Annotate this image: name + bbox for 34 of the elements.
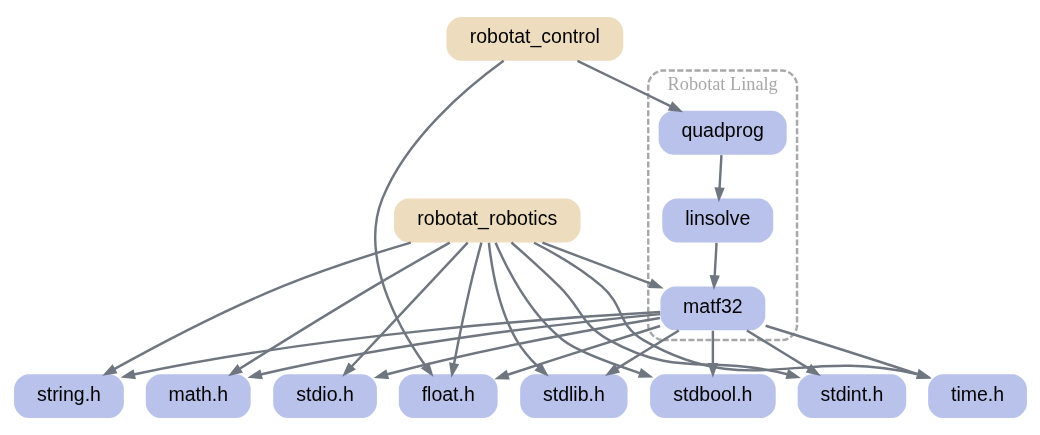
arrow bbox=[487, 242, 549, 377]
arrow bbox=[533, 241, 931, 380]
arrow bbox=[541, 241, 664, 289]
arrow bbox=[604, 329, 679, 376]
arrow bbox=[709, 242, 720, 290]
node-box: stdint.h bbox=[797, 374, 906, 419]
arrow bbox=[246, 312, 660, 380]
arrow bbox=[764, 324, 931, 380]
node-box: stdio.h bbox=[272, 374, 377, 419]
arrow bbox=[227, 241, 450, 377]
arrow bbox=[373, 316, 660, 379]
arrow bbox=[119, 310, 660, 380]
node-box: stdbool.h bbox=[649, 374, 776, 419]
arrow bbox=[373, 59, 504, 377]
arrow bbox=[493, 242, 653, 378]
node-box: stdlib.h bbox=[519, 374, 627, 419]
node-box: quadprog bbox=[658, 110, 787, 155]
node-box: float.h bbox=[398, 374, 498, 419]
node-box: linsolve bbox=[661, 198, 773, 243]
arrow bbox=[510, 241, 801, 380]
arrow bbox=[576, 59, 683, 113]
arrow bbox=[448, 242, 483, 378]
arrow bbox=[707, 330, 718, 378]
node-box: robotat_control bbox=[445, 16, 623, 61]
arrow bbox=[713, 155, 725, 203]
node-box: time.h bbox=[927, 374, 1027, 419]
node-box: string.h bbox=[13, 374, 124, 419]
node-box: math.h bbox=[145, 374, 251, 419]
node-box: matf32 bbox=[659, 286, 765, 331]
arrow bbox=[101, 241, 411, 376]
node-box: robotat_robotics bbox=[393, 198, 581, 243]
arrow bbox=[493, 324, 660, 380]
arrow bbox=[341, 241, 469, 377]
arrow bbox=[745, 329, 821, 376]
